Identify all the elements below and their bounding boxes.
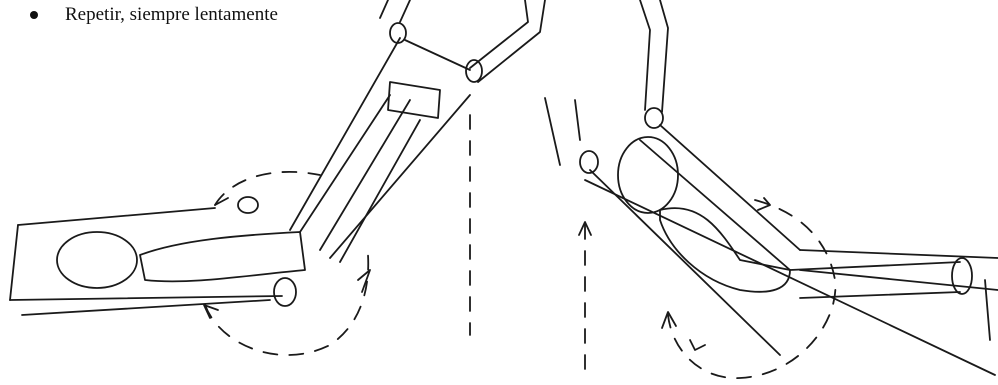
top-crossbar (405, 40, 470, 70)
pivot-hinge (274, 278, 296, 306)
right-torso-shape (660, 208, 790, 292)
top-hinge-right (466, 60, 482, 82)
incline-board-mid (640, 140, 790, 270)
handle-left-b (400, 0, 410, 22)
board-left-edge (10, 225, 18, 300)
board-underside (22, 300, 270, 315)
head-shape (57, 232, 137, 288)
right-top-hinge (645, 108, 663, 128)
left-tilt-board-figure (10, 0, 545, 355)
right-handle-a (640, 0, 650, 110)
right-rotation-arrow (668, 200, 835, 378)
foot-block (388, 82, 440, 118)
right-handle-b (660, 0, 668, 112)
flat-board-top (800, 250, 998, 258)
rising-board-left (290, 38, 400, 230)
right-tilt-board-figure (545, 0, 998, 378)
leg-line-2 (320, 100, 410, 250)
board-end-right (575, 100, 580, 140)
right-leg-1 (790, 262, 960, 270)
bullet-icon (30, 11, 38, 19)
board-end-left (545, 98, 560, 165)
incline-board-bottom (585, 180, 995, 375)
handle-right-b (478, 0, 545, 82)
flat-board-bottom (800, 270, 998, 290)
board-bottom-edge (10, 296, 282, 300)
leg-line-3 (340, 120, 420, 262)
board-top-edge (18, 208, 215, 225)
leg-line-1 (300, 95, 390, 232)
instruction-item: Repetir, siempre lentamente (30, 0, 278, 30)
handle-left-a (380, 0, 388, 18)
incline-board-upper (660, 125, 800, 250)
instruction-text: Repetir, siempre lentamente (65, 4, 278, 26)
right-head-hinge (580, 151, 598, 173)
foot-hinge (238, 197, 258, 213)
rising-board-right (330, 95, 470, 258)
right-feet (952, 258, 972, 294)
torso-shape (140, 232, 305, 281)
right-small-mark (690, 340, 705, 350)
right-arrow-head-b (758, 198, 770, 210)
arrow-head-bottom (358, 270, 370, 292)
handle-right-a (470, 0, 528, 68)
rotation-arrow-top (215, 172, 320, 205)
right-head-shape (618, 137, 678, 213)
